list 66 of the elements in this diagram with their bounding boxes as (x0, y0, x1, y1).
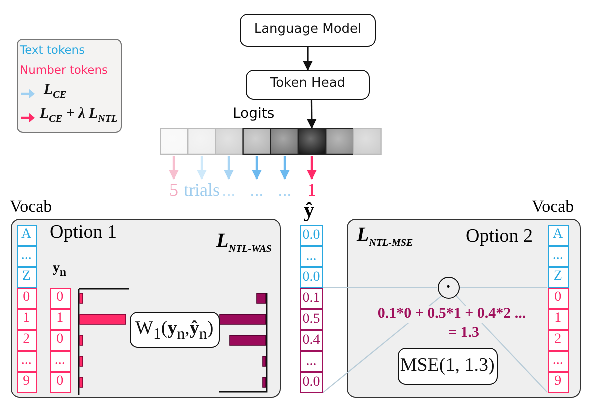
token-label: ... (274, 179, 296, 201)
vocab-cell: 9 (16, 372, 37, 393)
probability-cell: ... (300, 351, 323, 372)
dot-product-circle: · (438, 276, 460, 299)
vocab-cell: A (548, 224, 569, 246)
connector-line (460, 287, 548, 288)
vocab-label: Vocab (532, 197, 574, 217)
arrow (306, 100, 317, 129)
formula-box: MSE(1, 1.3) (398, 348, 498, 385)
vocab-cell: A (16, 224, 37, 246)
token-label: 1 (305, 179, 319, 201)
target-cell: 1 (50, 308, 71, 330)
logits-strip (160, 106, 382, 156)
probability-cell: 0.5 (300, 309, 323, 330)
formula-text: 0.1*0 + 0.5*1 + 0.4*2 ... (376, 306, 528, 323)
loss-label: L$_{NTL-WAS}$ (216, 230, 272, 255)
arrow (197, 156, 207, 180)
vocab-cell: ... (548, 350, 569, 372)
arrow (224, 156, 234, 180)
arrow (280, 156, 290, 180)
column-heading: y$_{n}$ (53, 261, 66, 279)
formula-box: W$_{1}$(y$_{n}$,ŷ$_{n}$) (130, 312, 220, 348)
vocab-cell: 1 (548, 308, 569, 330)
loss-label: L$_{NTL-MSE}$ (357, 224, 414, 249)
vocab-cell: 2 (548, 330, 569, 351)
probability-cell: 0.0 (300, 267, 323, 288)
vocab-cell: 2 (16, 330, 37, 351)
connector-line (323, 287, 438, 289)
token-label: 5 (167, 179, 181, 201)
option-panel (347, 219, 581, 398)
probability-cell: 0.0 (300, 225, 323, 246)
vocab-cell: 0 (16, 288, 37, 309)
strip-heading: Logits (233, 106, 275, 122)
panel-title: Option 2 (466, 226, 534, 248)
legend-text: L$_{CE}$ (44, 82, 67, 101)
panel-title: Option 1 (50, 222, 118, 244)
column-heading: ŷ (304, 198, 314, 223)
vocab-cell: 0 (548, 288, 569, 309)
process-box: Language Model (240, 14, 376, 47)
vocab-cell: ... (16, 246, 37, 267)
vocab-cell: Z (548, 266, 569, 288)
arrow (252, 156, 262, 180)
arrow (303, 47, 313, 71)
process-box: Token Head (246, 70, 370, 100)
vocab-cell: 1 (16, 308, 37, 330)
arrow (169, 156, 179, 180)
target-cell: 0 (50, 372, 71, 393)
probability-cell: 0.1 (300, 288, 323, 309)
probability-cell: 0.4 (300, 330, 323, 351)
vocab-label: Vocab (10, 197, 52, 217)
vocab-cell: Z (16, 266, 37, 288)
arrow (307, 156, 317, 180)
token-label: ... (246, 179, 268, 201)
vocab-cell: 9 (548, 372, 569, 393)
vocab-cell: ... (548, 246, 569, 267)
legend-text: Number tokens (20, 63, 108, 77)
option-panel (11, 219, 281, 398)
legend-text: Text tokens (20, 43, 86, 57)
connector-line (322, 296, 442, 394)
target-cell: 0 (50, 288, 71, 309)
vocab-cell: ... (16, 350, 37, 372)
probability-cell: 0.0 (300, 372, 323, 393)
legend-text: L$_{CE}$ + λ L$_{NTL}$ (40, 106, 118, 125)
target-cell: 0 (50, 330, 71, 351)
probability-cell: ... (300, 246, 323, 267)
target-cell: ... (50, 350, 71, 372)
